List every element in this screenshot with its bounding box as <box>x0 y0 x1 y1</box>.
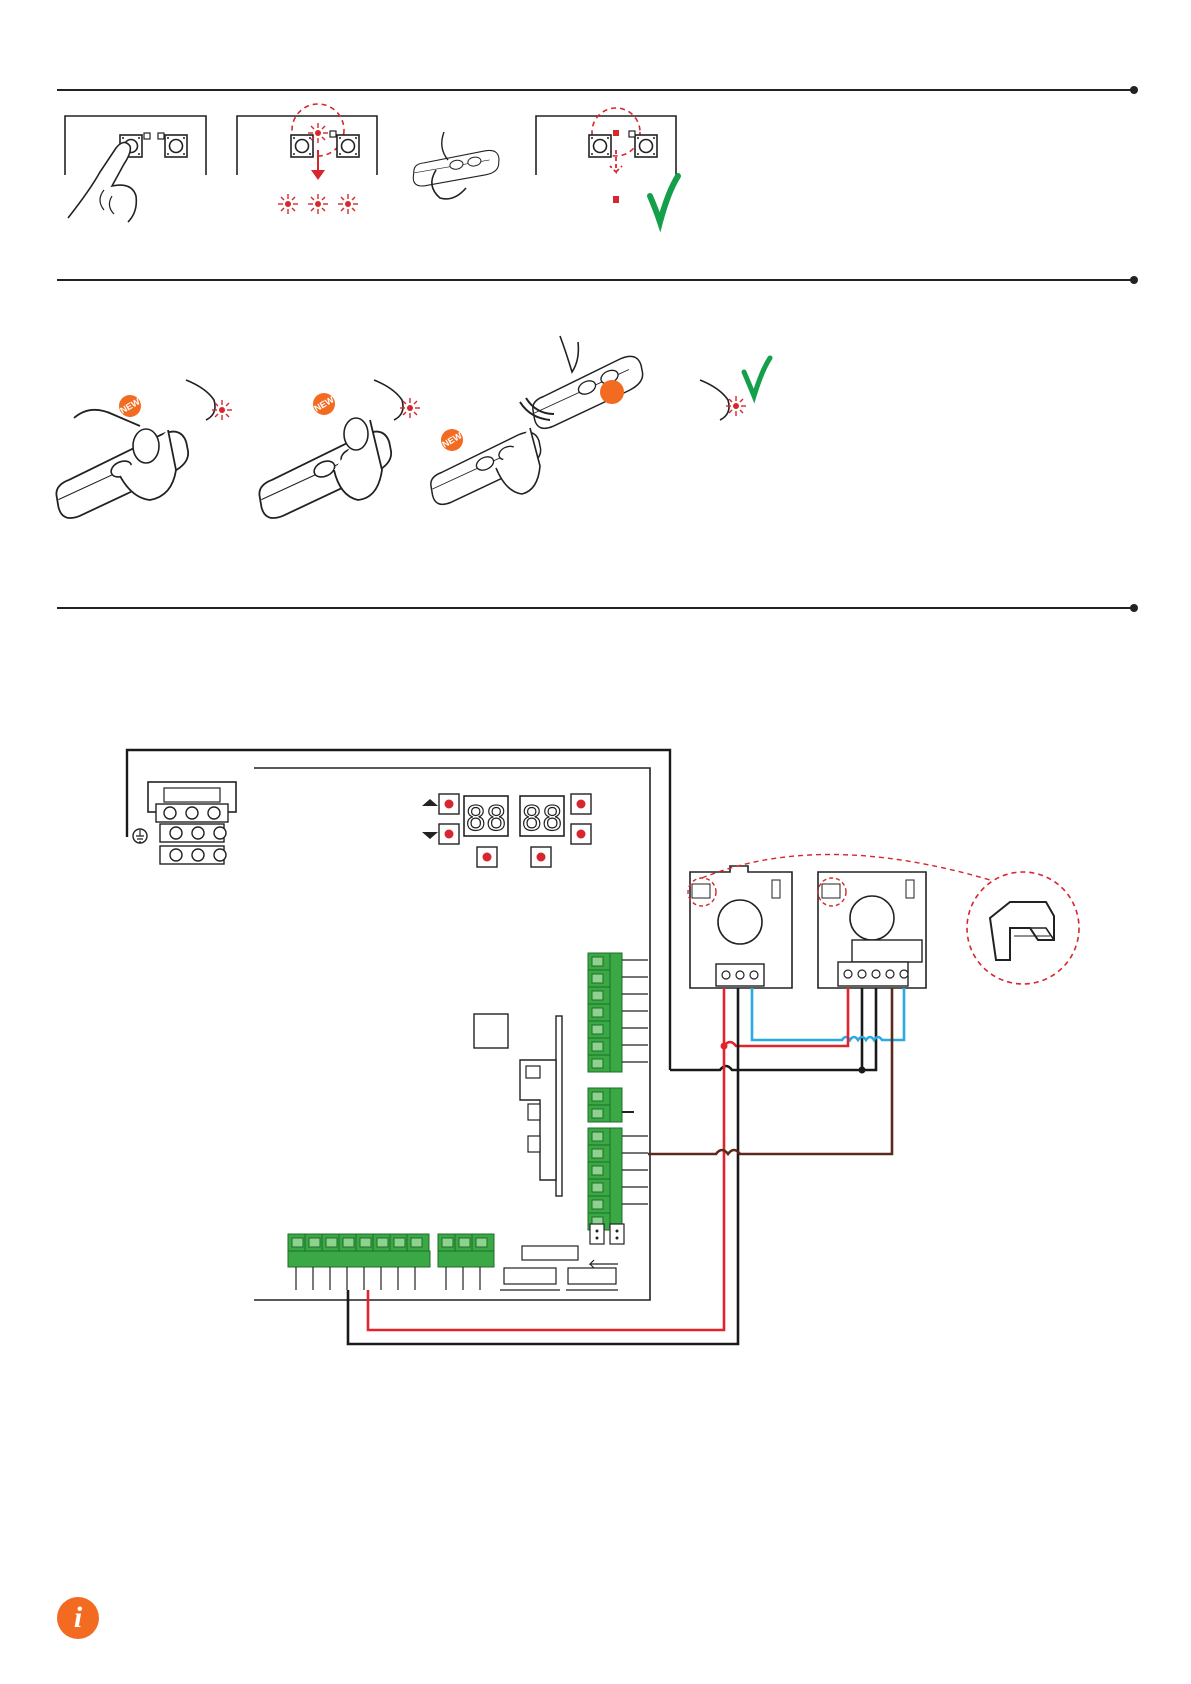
remote-step-c: NEW <box>431 336 643 504</box>
step-3-remote-in-hand <box>410 132 501 204</box>
check-icon <box>650 176 678 222</box>
triangle-up-icon <box>422 799 438 806</box>
remote-step-a: NEW <box>56 380 232 518</box>
info-icon: i <box>57 1597 99 1639</box>
info-glyph: i <box>57 1597 99 1639</box>
led-confirm-flash <box>700 380 746 420</box>
bottom-terminal-strip <box>288 1234 494 1290</box>
bottom-connectors <box>500 1246 618 1290</box>
triangle-down-icon <box>422 832 438 839</box>
wires <box>348 988 904 1344</box>
step-4-led-confirm <box>536 108 676 203</box>
display-digits-left: 88 <box>466 799 507 839</box>
photocell-receiver <box>818 872 926 988</box>
step-2-led-blinking <box>237 104 377 214</box>
display-digits-right: 88 <box>522 799 563 839</box>
photocell-transmitter <box>688 866 792 988</box>
wiring-diagram: 88 88 <box>127 750 1079 1344</box>
jumper-detail-callout <box>967 872 1079 984</box>
check-icon <box>744 358 770 396</box>
right-terminal-strip <box>588 953 648 1230</box>
step-1-press-button <box>65 116 206 222</box>
radio-receiver-slot <box>474 1014 562 1196</box>
control-display: 88 88 <box>422 794 591 867</box>
earth-terminal-block <box>133 782 236 864</box>
remote-step-b: NEW <box>259 380 420 518</box>
